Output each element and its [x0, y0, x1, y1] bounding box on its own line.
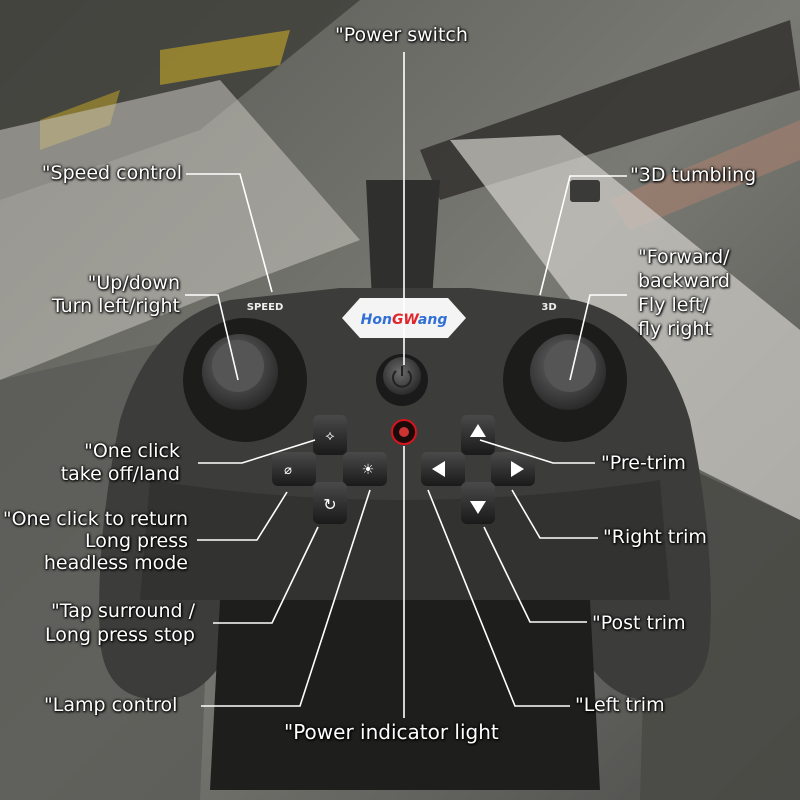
label-line: "Up/down: [87, 272, 180, 294]
3d-marking: 3D: [541, 302, 556, 313]
leader-surround: [213, 526, 319, 624]
label-pre-trim: "Pre-trim: [601, 452, 686, 474]
speed-marking: SPEED: [247, 302, 284, 313]
antenna: [366, 180, 440, 300]
label-line: backward: [638, 270, 730, 292]
lamp-control-button[interactable]: ☀: [343, 452, 387, 486]
leader-return: [197, 491, 288, 541]
leader-left-trim: [427, 489, 570, 707]
return-headless-button[interactable]: ⌀: [272, 452, 316, 486]
label-line: Turn left/right: [51, 295, 180, 317]
leader-pre-trim: [479, 439, 595, 464]
label-line: Long press: [85, 530, 188, 552]
svg-text:↻: ↻: [323, 495, 336, 514]
label-line: headless mode: [43, 552, 188, 574]
label-line: "One click: [84, 440, 180, 462]
power-indicator-light: [391, 419, 417, 445]
label-line: take off/land: [60, 463, 180, 485]
controller-grip: [210, 600, 600, 790]
right-trim-button[interactable]: [491, 452, 535, 486]
leader-speed-control: [186, 173, 273, 293]
svg-text:⟡: ⟡: [325, 428, 334, 444]
leader-lamp: [201, 489, 371, 707]
label-post-trim: "Post trim: [592, 612, 686, 634]
label-surround: "Tap surround / Long press stop: [45, 599, 195, 647]
label-speed-control: "Speed control: [41, 162, 182, 184]
brand-logo: HonGWang: [361, 312, 448, 328]
label-right-trim: "Right trim: [603, 526, 707, 548]
leader-lines: [185, 52, 627, 718]
leader-forward: [569, 294, 627, 381]
svg-text:☀: ☀: [362, 462, 375, 478]
label-power-switch: "Power switch: [335, 24, 468, 46]
label-line: "Forward/: [638, 246, 730, 268]
takeoff-land-button[interactable]: ⟡: [313, 415, 347, 455]
label-line: fly right: [638, 318, 712, 340]
svg-text:⌀: ⌀: [284, 463, 292, 478]
label-left-trim: "Left trim: [575, 694, 665, 716]
post-trim-button[interactable]: [461, 482, 495, 524]
label-line: Long press stop: [44, 624, 195, 646]
label-lamp-control: "Lamp control: [44, 694, 178, 716]
label-line: Fly left/: [638, 294, 709, 316]
leader-3d: [539, 175, 627, 296]
label-takeoff-land: "One click take off/land: [61, 440, 180, 486]
label-3d-tumbling: "3D tumbling: [630, 164, 757, 186]
left-trim-button[interactable]: [421, 452, 465, 486]
surround-button[interactable]: ↻: [313, 482, 347, 524]
power-switch[interactable]: [376, 354, 428, 406]
label-up-down: "Up/down Turn left/right: [52, 272, 180, 318]
label-return-headless: "One click to return Long press headless…: [3, 508, 188, 574]
leader-up-down: [185, 294, 239, 381]
3d-tumbling-button[interactable]: [570, 180, 600, 202]
label-forward-backward: "Forward/ backward Fly left/ fly right: [638, 245, 730, 341]
right-joystick[interactable]: [503, 318, 627, 442]
leader-right-trim: [511, 489, 598, 539]
label-line: "Tap surround /: [51, 600, 195, 622]
label-line: "One click to return: [2, 508, 188, 530]
label-power-indicator: "Power indicator light: [284, 720, 499, 744]
pre-trim-button[interactable]: [461, 415, 495, 455]
leader-post-trim: [483, 526, 587, 623]
left-joystick[interactable]: [183, 318, 307, 442]
leader-takeoff: [198, 439, 316, 464]
